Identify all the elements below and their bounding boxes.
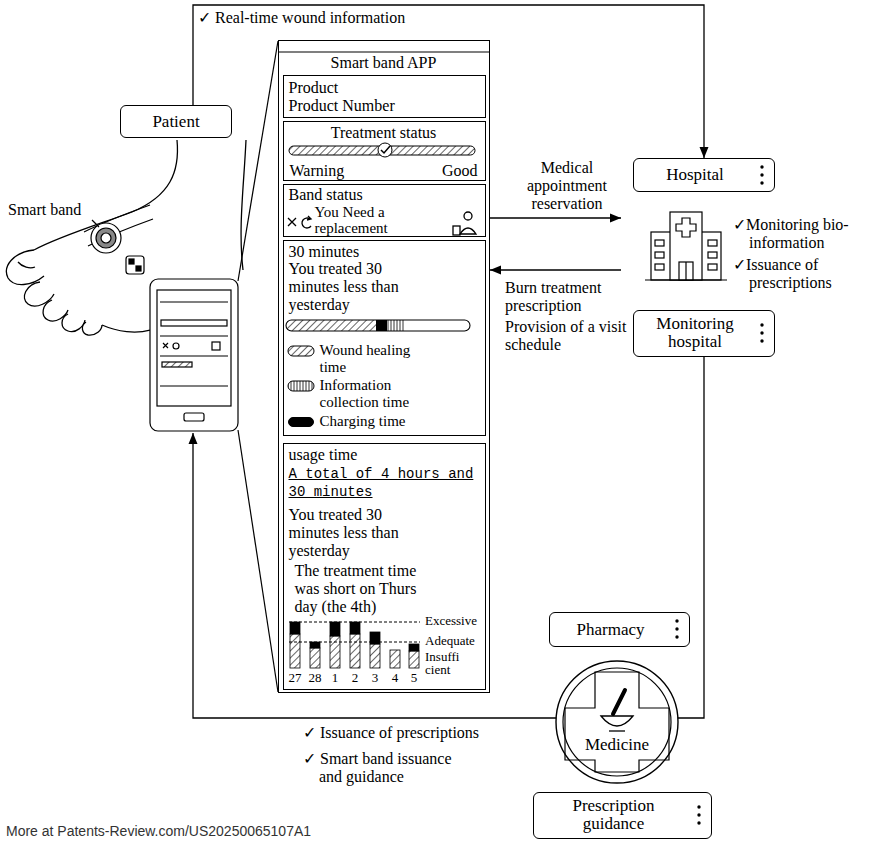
- smartphone-drawing: [150, 41, 278, 692]
- chart-date: 2: [343, 670, 367, 685]
- node-title: Prescription guidance: [554, 797, 674, 833]
- node-title: Pharmacy: [556, 621, 666, 639]
- node-title: Hospital: [640, 166, 750, 184]
- node-title: Band status: [289, 186, 479, 204]
- pharmacy-box: Pharmacy: [549, 612, 690, 647]
- node-text: You Need a replacement: [315, 204, 440, 236]
- chart-level: Insuffi cient: [425, 650, 469, 676]
- legend-text: Information collection time: [320, 377, 440, 411]
- node-title: usage time: [289, 446, 479, 464]
- connector: [490, 266, 621, 275]
- node-title: Product: [289, 79, 479, 97]
- edge-label: ✓ Real-time wound information: [198, 9, 458, 27]
- smart-band-drawing: [84, 205, 153, 274]
- chart-date: 3: [363, 670, 387, 685]
- app-screen-panel: Smart band APPProductProduct NumberTreat…: [278, 40, 490, 693]
- node-title: Treatment status: [284, 124, 484, 142]
- edge-label: Burn treatment prescription: [505, 279, 630, 315]
- legend-swatch: [287, 380, 315, 392]
- chart-level: Excessive: [425, 613, 485, 628]
- node-text: Product Number: [289, 97, 479, 115]
- progress-bar: [286, 320, 470, 331]
- arrowhead: [490, 266, 501, 275]
- panel-rule: [278, 51, 490, 52]
- hospital-box: Monitoring hospital: [633, 310, 775, 357]
- node-text: You treated 30 minutes less than yesterd…: [289, 506, 429, 560]
- medicine-circle: Medicine: [555, 660, 679, 784]
- node-text: You treated 30 minutes less than yesterd…: [289, 260, 429, 314]
- guidance-box: Prescription guidance: [533, 792, 712, 839]
- hospital-building: [645, 212, 727, 280]
- app-section: 30 minutesYou treated 30 minutes less th…: [283, 240, 486, 436]
- legend-text: Charging time: [320, 413, 440, 430]
- node-title: Medicine: [555, 736, 679, 754]
- status-bar: [289, 143, 475, 157]
- chart-date: 27: [283, 670, 307, 685]
- note-text: ✓ Issuance of prescriptions: [303, 724, 543, 742]
- note-text: ✓Issuance of prescriptions: [733, 256, 869, 292]
- patient-box: Patient: [120, 105, 232, 138]
- chart-date: 5: [402, 670, 426, 685]
- legend-swatch: [288, 417, 314, 427]
- usage-chart: [289, 622, 420, 668]
- legend-swatch: [287, 345, 315, 357]
- connector-line: [490, 217, 621, 218]
- note-text: ✓ Smart band issuance and guidance: [303, 750, 469, 786]
- node-title: 30 minutes: [289, 243, 479, 261]
- legend-text: Wound healing time: [320, 342, 440, 376]
- edge-label: Medical appointment reservation: [507, 159, 627, 213]
- node-title: Smart band APP: [279, 54, 488, 72]
- chart-date: 1: [323, 670, 347, 685]
- node-text: The treatment time was short on Thurs da…: [295, 562, 437, 616]
- medicine-emblem: [555, 660, 679, 784]
- chart-date: 4: [383, 670, 407, 685]
- arrowhead: [189, 433, 198, 444]
- chart-level: Adequate: [425, 633, 485, 648]
- flow-text: Provision of a visit schedule: [505, 318, 630, 354]
- connector: [193, 5, 709, 158]
- arrowhead: [700, 147, 709, 158]
- connector-line: [490, 269, 621, 270]
- node-title: Monitoring hospital: [645, 315, 745, 351]
- connector-line: [193, 5, 704, 158]
- watermark: More at Patents-Review.com/US20250065107…: [6, 823, 426, 840]
- chart-date: 28: [303, 670, 327, 685]
- app-section: Treatment statusWarning Good: [283, 121, 486, 181]
- hospital-box: Hospital: [633, 158, 775, 192]
- arrowhead: [610, 214, 621, 223]
- note-text: ✓Monitoring bio-information: [733, 216, 869, 252]
- node-title: Patient: [126, 113, 226, 131]
- node-text: Good: [402, 162, 478, 180]
- app-section: Band statusYou Need a replacement: [283, 184, 486, 237]
- part-label: Smart band: [8, 201, 108, 219]
- connector: [490, 214, 621, 223]
- node-text: Warning: [290, 162, 370, 180]
- node-text: A total of 4 hours and 30 minutes: [289, 465, 483, 501]
- app-section: ProductProduct Number: [283, 75, 486, 118]
